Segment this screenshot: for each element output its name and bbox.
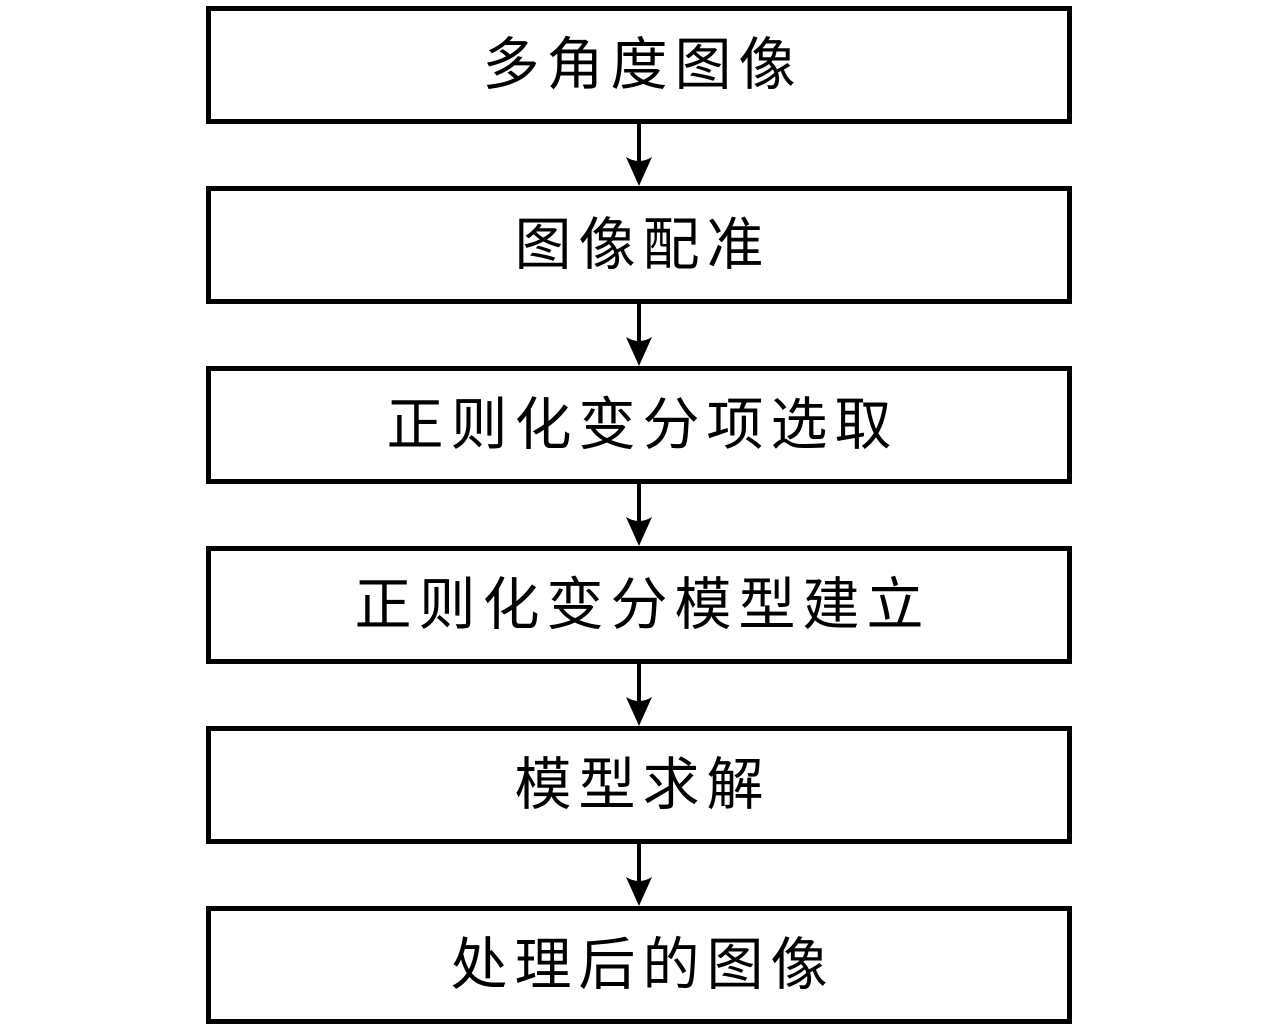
arrow-down-icon: [623, 304, 655, 366]
arrow-down-icon: [623, 844, 655, 906]
arrow-down-icon: [623, 664, 655, 726]
flow-node-box: 模型求解: [206, 726, 1072, 844]
flow-node: 模型求解: [206, 726, 1072, 906]
flow-node-label: 图像配准: [514, 211, 771, 278]
flow-node-box: 正则化变分项选取: [206, 366, 1072, 484]
flow-node-box: 处理后的图像: [206, 906, 1072, 1024]
flow-node: 图像配准: [206, 186, 1072, 366]
flow-node-box: 图像配准: [206, 186, 1072, 304]
flow-node: 正则化变分模型建立: [206, 546, 1072, 726]
flow-node-label: 正则化变分模型建立: [354, 571, 931, 638]
flow-node-box: 正则化变分模型建立: [206, 546, 1072, 664]
flow-node-label: 正则化变分项选取: [386, 391, 899, 458]
flow-node-label: 处理后的图像: [450, 931, 835, 998]
flow-node-box: 多角度图像: [206, 6, 1072, 124]
arrow-down-icon: [623, 484, 655, 546]
flow-node-label: 多角度图像: [482, 31, 803, 98]
flow-node-label: 模型求解: [514, 751, 771, 818]
flow-node: 处理后的图像: [206, 906, 1072, 1024]
flow-node: 多角度图像: [206, 6, 1072, 186]
flow-node: 正则化变分项选取: [206, 366, 1072, 546]
flowchart: 多角度图像 图像配准 正则化变分项选取: [206, 6, 1072, 1024]
arrow-down-icon: [623, 124, 655, 186]
